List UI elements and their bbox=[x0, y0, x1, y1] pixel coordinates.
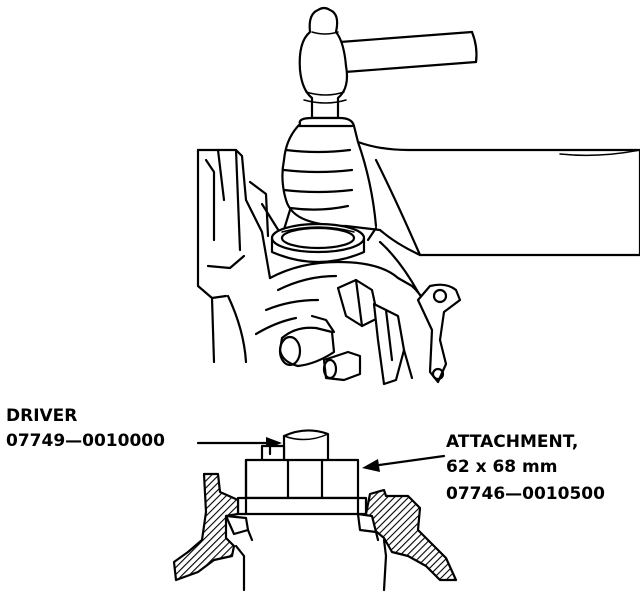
attachment-size: 62 x 68 mm bbox=[446, 457, 558, 477]
housing-section-right bbox=[356, 488, 458, 592]
attachment-tool bbox=[236, 458, 368, 516]
housing-section-left bbox=[172, 472, 254, 592]
driver-label: DRIVER bbox=[6, 406, 78, 426]
attachment-label: ATTACHMENT, bbox=[446, 432, 579, 452]
bearing-seat bbox=[270, 222, 366, 264]
engine-housing bbox=[196, 148, 436, 364]
hammer bbox=[298, 6, 478, 120]
driver-part-number: 07749—0010000 bbox=[6, 431, 165, 451]
attachment-part-number: 07746—0010500 bbox=[446, 484, 605, 504]
linkage-parts bbox=[278, 278, 462, 386]
hand bbox=[281, 116, 640, 257]
